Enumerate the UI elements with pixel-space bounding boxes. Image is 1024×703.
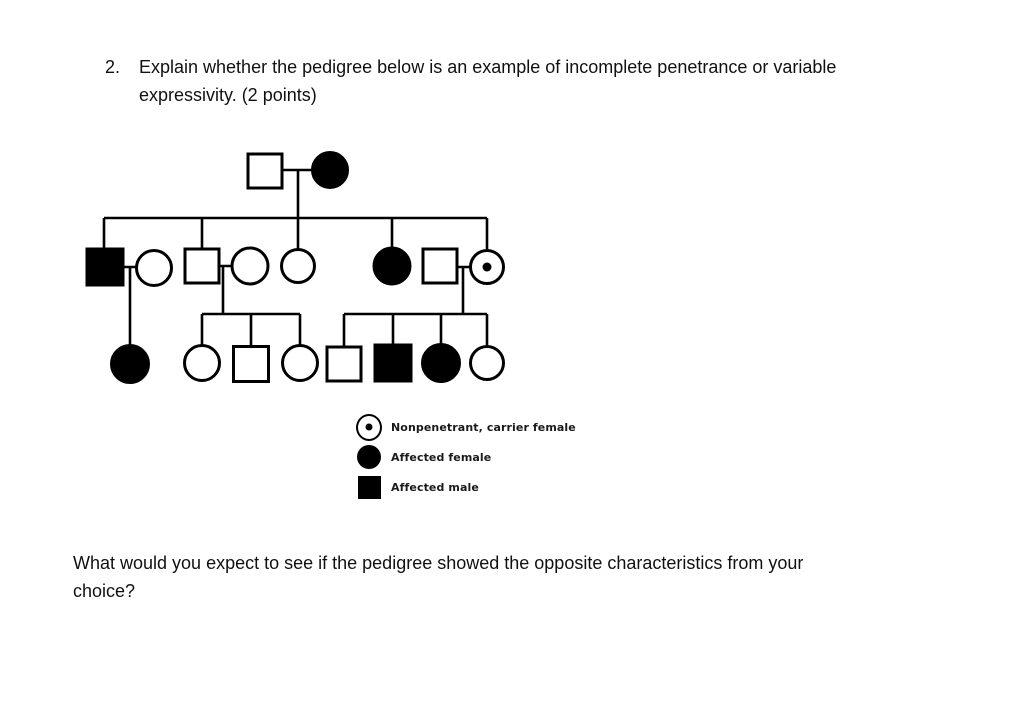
legend-item-carrier-female: Nonpenetrant, carrier female	[356, 412, 576, 442]
followup-question: What would you expect to see if the pedi…	[73, 549, 803, 605]
legend-symbol-wrap	[356, 413, 382, 441]
person-III-1-affected-female	[110, 344, 150, 384]
person-III-4-unaffected-female	[281, 344, 319, 382]
person-III-6-affected-male	[373, 343, 413, 383]
person-II-6-affected-female	[372, 246, 412, 286]
person-II-1-affected-male	[85, 247, 125, 287]
person-III-5-unaffected-male	[325, 345, 363, 383]
legend-symbol-wrap	[356, 445, 382, 469]
person-III-2-unaffected-female	[183, 344, 221, 382]
legend-item-affected-male: Affected male	[356, 472, 576, 502]
person-II-5-unaffected-female	[280, 248, 316, 284]
question-block: 2. Explain whether the pedigree below is…	[105, 53, 836, 109]
question-text-line-2: expressivity. (2 points)	[139, 85, 317, 105]
pedigree-legend: Nonpenetrant, carrier female Affected fe…	[356, 412, 576, 502]
followup-line-1: What would you expect to see if the pedi…	[73, 553, 804, 573]
person-III-8-unaffected-female	[469, 345, 505, 381]
affected-female-icon	[357, 445, 381, 469]
question-number: 2.	[105, 57, 121, 77]
person-II-3-unaffected-male	[183, 247, 221, 285]
legend-symbol-wrap	[356, 475, 382, 499]
carrier-female-icon	[356, 413, 382, 441]
affected-male-icon	[357, 475, 381, 499]
carrier-dot	[482, 262, 492, 272]
question-text-line-1: Explain whether the pedigree below is an…	[139, 57, 837, 77]
person-III-7-affected-female	[421, 343, 461, 383]
person-I-2-affected-female	[311, 151, 349, 189]
person-II-8-nonpenetrant-carrier-female	[469, 249, 505, 285]
pedigree-chart	[85, 151, 505, 384]
person-II-7-unaffected-male	[421, 247, 459, 285]
legend-item-affected-female: Affected female	[356, 442, 576, 472]
question-text: Explain whether the pedigree below is an…	[139, 53, 836, 109]
person-II-2-unaffected-female	[135, 249, 173, 287]
person-II-4-unaffected-female	[230, 246, 270, 286]
legend-label: Nonpenetrant, carrier female	[391, 420, 576, 434]
followup-line-2: choice?	[73, 581, 136, 601]
person-I-1-unaffected-male	[246, 152, 284, 190]
legend-label: Affected male	[391, 480, 479, 494]
legend-label: Affected female	[391, 450, 492, 464]
person-III-3-unaffected-male	[232, 345, 270, 383]
